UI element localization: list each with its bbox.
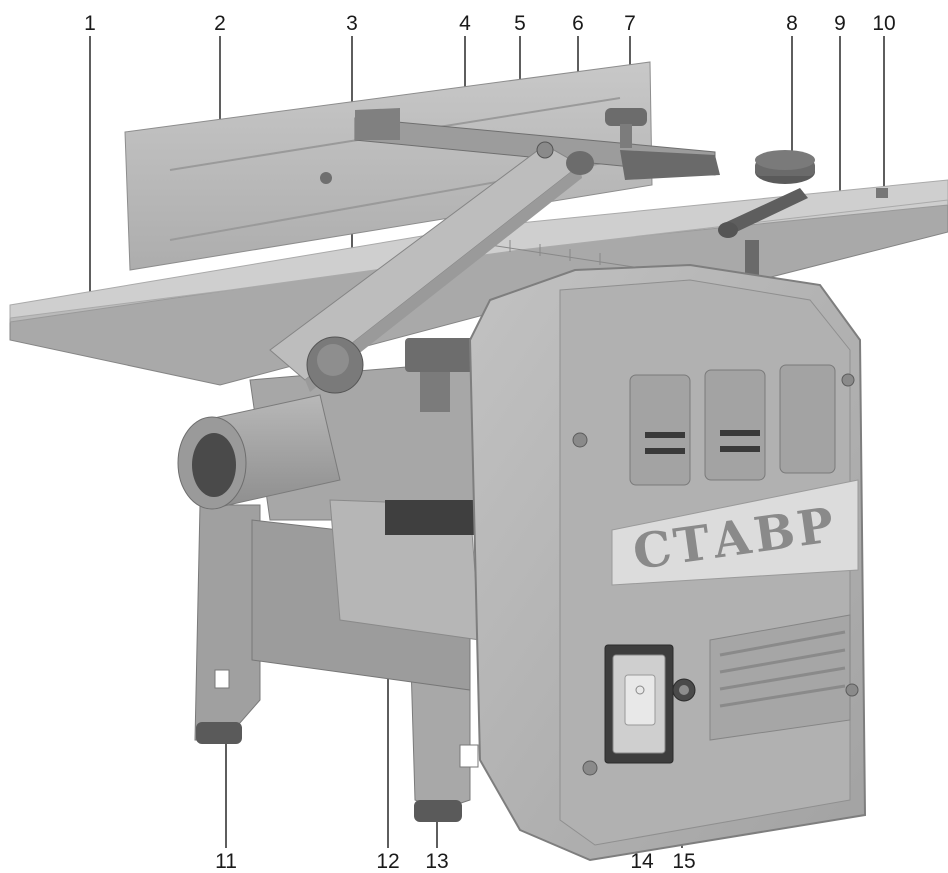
callout-15: 15 <box>672 850 695 873</box>
overload-reset-button <box>672 678 696 702</box>
fence-lock-knob <box>605 108 647 148</box>
callout-8: 8 <box>786 12 798 35</box>
callout-labels: 1 2 3 4 5 6 7 8 9 10 11 12 13 14 15 <box>84 12 896 873</box>
table-scale <box>489 240 641 269</box>
callout-14: 14 <box>630 850 654 873</box>
guard-pivot-knob <box>566 151 594 175</box>
callout-2: 2 <box>214 12 226 35</box>
dust-port <box>177 394 341 510</box>
power-switch <box>604 644 674 764</box>
callout-1: 1 <box>84 12 96 35</box>
callout-13: 13 <box>425 850 448 873</box>
feed-clamp <box>405 338 475 412</box>
callout-12: 12 <box>376 850 399 873</box>
motor-housing: СТАВР <box>468 263 867 862</box>
callout-5: 5 <box>514 12 526 35</box>
callout-9: 9 <box>834 12 846 35</box>
guard-rail <box>354 108 720 180</box>
rubber-feet <box>196 722 462 822</box>
callout-11: 11 <box>215 850 237 873</box>
callout-7: 7 <box>624 12 636 35</box>
table-end-screw <box>876 188 888 198</box>
housing-vents <box>629 364 836 486</box>
callout-3: 3 <box>346 12 358 35</box>
guard-lock-knob <box>306 336 364 394</box>
brand-nameplate: СТАВР <box>611 479 859 586</box>
depth-adjust-knob <box>718 150 815 280</box>
callout-6: 6 <box>572 12 584 35</box>
callout-4: 4 <box>459 12 471 35</box>
housing-ribs <box>709 614 851 741</box>
callout-10: 10 <box>872 12 895 35</box>
